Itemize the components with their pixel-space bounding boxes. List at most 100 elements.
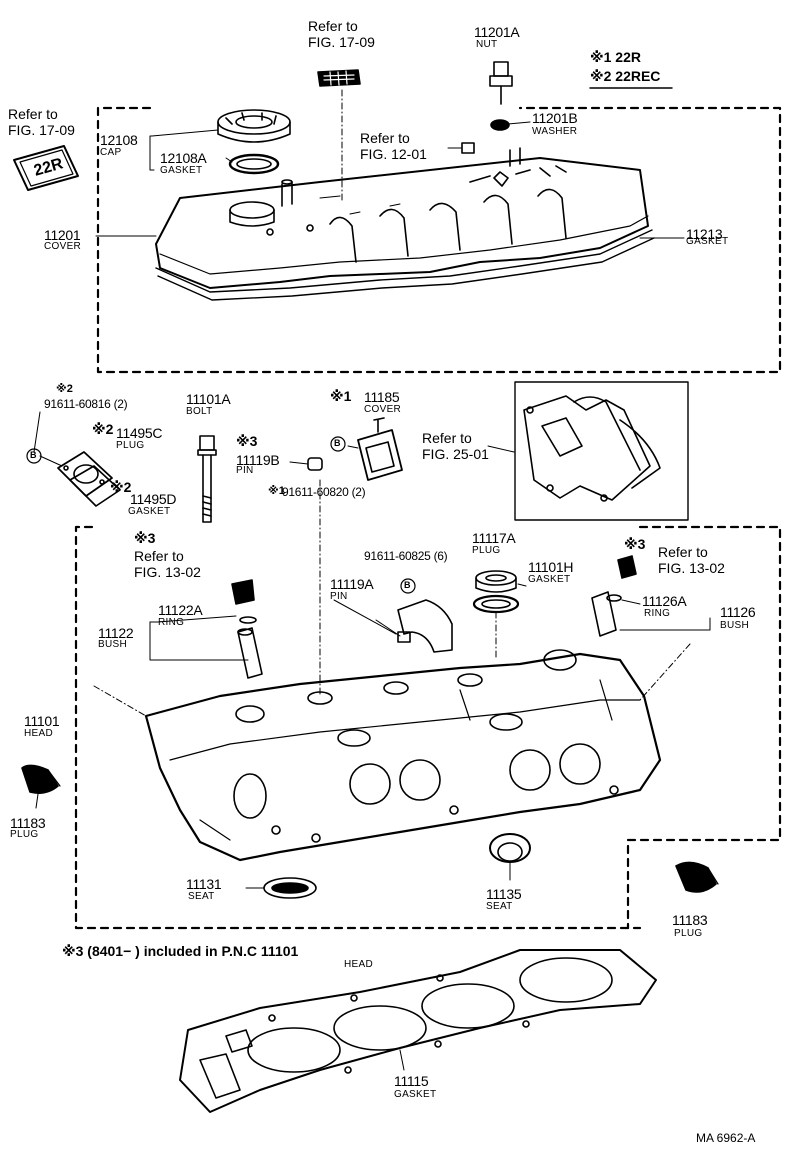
- plug-11495c: [57, 451, 113, 497]
- part-12108-number: 12108: [100, 132, 138, 148]
- part-11101-number: 11101: [24, 713, 60, 729]
- vent-fitting: [447, 142, 475, 154]
- washer-11201b: [490, 119, 531, 131]
- plug-gasket-11101h: [472, 594, 520, 614]
- label-leaders: [35, 129, 711, 1071]
- legend-22r: ※1 22R: [590, 49, 641, 65]
- part-12108-name: CAP: [100, 147, 122, 158]
- mark-1-screw: ※1: [268, 485, 285, 497]
- part-11122a-number: 11122A: [158, 602, 203, 618]
- part-11183-left-name: PLUG: [10, 829, 39, 840]
- head-group-box: [74, 525, 782, 930]
- part-11495d-number: 11495D: [130, 491, 177, 507]
- cylinder-head: [144, 649, 662, 862]
- legend-note-3: ※3 (8401− ) included in P.N.C 11101: [62, 943, 299, 959]
- part-11126a-name: RING: [644, 608, 671, 619]
- part-11122-name: BUSH: [98, 639, 127, 650]
- nut-11201a: [489, 61, 513, 105]
- expansion-plug-left: [21, 764, 61, 794]
- part-11131-number: 11131: [186, 876, 222, 892]
- cover-11185: [347, 417, 403, 481]
- part-11101a-name: BOLT: [186, 406, 213, 417]
- figure-code: MA 6962-A: [696, 1131, 756, 1145]
- part-11119a-name: PIN: [330, 591, 348, 602]
- part-11117a-name: PLUG: [472, 545, 501, 556]
- oil-filler-cap: [217, 109, 291, 143]
- part-11131-name: SEAT: [188, 891, 215, 902]
- part-11101h-number: 11101H: [528, 559, 574, 575]
- circle-b-2: B: [334, 438, 341, 448]
- 22r-emblem-badge: [13, 145, 79, 191]
- mark-1-cover: ※1: [330, 388, 352, 404]
- part-11213-name: GASKET: [686, 236, 729, 247]
- plug-gasket-11495d: [69, 465, 121, 507]
- part-11101h-name: GASKET: [528, 574, 571, 585]
- part-11213-number: 11213: [686, 226, 723, 242]
- part-11119b-number: 11119B: [236, 452, 280, 468]
- expansion-plug-right: [675, 861, 719, 893]
- mark-2-plug: ※2: [92, 421, 114, 437]
- part-11185-number: 11185: [364, 389, 400, 405]
- part-11119b-name: PIN: [236, 465, 254, 476]
- valve-cover: [155, 147, 655, 301]
- part-11201b-number: 11201B: [532, 110, 578, 126]
- part-11185-name: COVER: [364, 404, 402, 415]
- part-11135-name: SEAT: [486, 901, 513, 912]
- part-11201b-name: WASHER: [532, 126, 578, 137]
- part-11126-name: BUSH: [720, 620, 749, 631]
- part-11119a-number: 11119A: [330, 576, 374, 592]
- part-11201-number: 11201: [44, 227, 81, 243]
- part-91611-60825-number: 91611-60825 (6): [364, 549, 448, 563]
- head-gasket-11115: [179, 949, 657, 1113]
- part-11201-name: COVER: [44, 241, 82, 252]
- part-11101-name: HEAD: [24, 728, 53, 739]
- cap-gasket: [228, 153, 280, 175]
- part-12108a-number: 12108A: [160, 150, 207, 166]
- circle-b-markers: [26, 436, 416, 594]
- part-11495c-number: 11495C: [116, 425, 163, 441]
- seal-seat-11135: [489, 833, 531, 863]
- part-11101a-number: 11101A: [186, 391, 231, 407]
- legend-22rec: ※2 22REC: [590, 68, 661, 84]
- part-11183-right-number: 11183: [672, 912, 708, 928]
- assembly-leader-lines: [93, 89, 691, 717]
- mark-3-left: ※3: [134, 530, 156, 546]
- part-11201a-number: 11201A: [474, 24, 520, 40]
- part-11183-right-name: PLUG: [674, 928, 703, 939]
- valve-guide-bush-11126: [591, 555, 637, 637]
- part-11126-number: 11126: [720, 604, 756, 620]
- pin-11119b: [289, 457, 323, 471]
- part-91611-60820-number: 91611-60820 (2): [282, 485, 366, 499]
- part-11495c-name: PLUG: [116, 440, 145, 451]
- part-11122-number: 11122: [98, 625, 134, 641]
- circle-b-1: B: [30, 450, 37, 460]
- part-12108a-name: GASKET: [160, 165, 203, 176]
- legend-note-3-sub: HEAD: [344, 959, 373, 970]
- part-11115-name: GASKET: [394, 1089, 437, 1100]
- part-11115-number: 11115: [394, 1073, 429, 1089]
- part-11183-left-number: 11183: [10, 815, 46, 831]
- part-11201a-name: NUT: [476, 39, 498, 50]
- part-11135-number: 11135: [486, 886, 522, 902]
- part-11495d-name: GASKET: [128, 506, 171, 517]
- mark-2-gasket: ※2: [110, 479, 132, 495]
- part-11126a-number: 11126A: [642, 593, 687, 609]
- mark-3-pin: ※3: [236, 433, 258, 449]
- part-11117a-number: 11117A: [472, 530, 516, 546]
- mark-3-right: ※3: [624, 536, 646, 552]
- circle-b-3: B: [404, 580, 411, 590]
- camshaft-bearing-cap: [375, 599, 453, 653]
- cover-group-box: [96, 106, 782, 374]
- part-91611-60816-number: 91611-60816 (2): [44, 397, 128, 411]
- seal-seat-11131: [263, 877, 317, 899]
- insulator-pad-icon: [317, 69, 361, 87]
- part-11122a-name: RING: [158, 617, 185, 628]
- mark-2-screw: ※2: [56, 383, 73, 395]
- valve-guide-bush-11122: [231, 579, 263, 679]
